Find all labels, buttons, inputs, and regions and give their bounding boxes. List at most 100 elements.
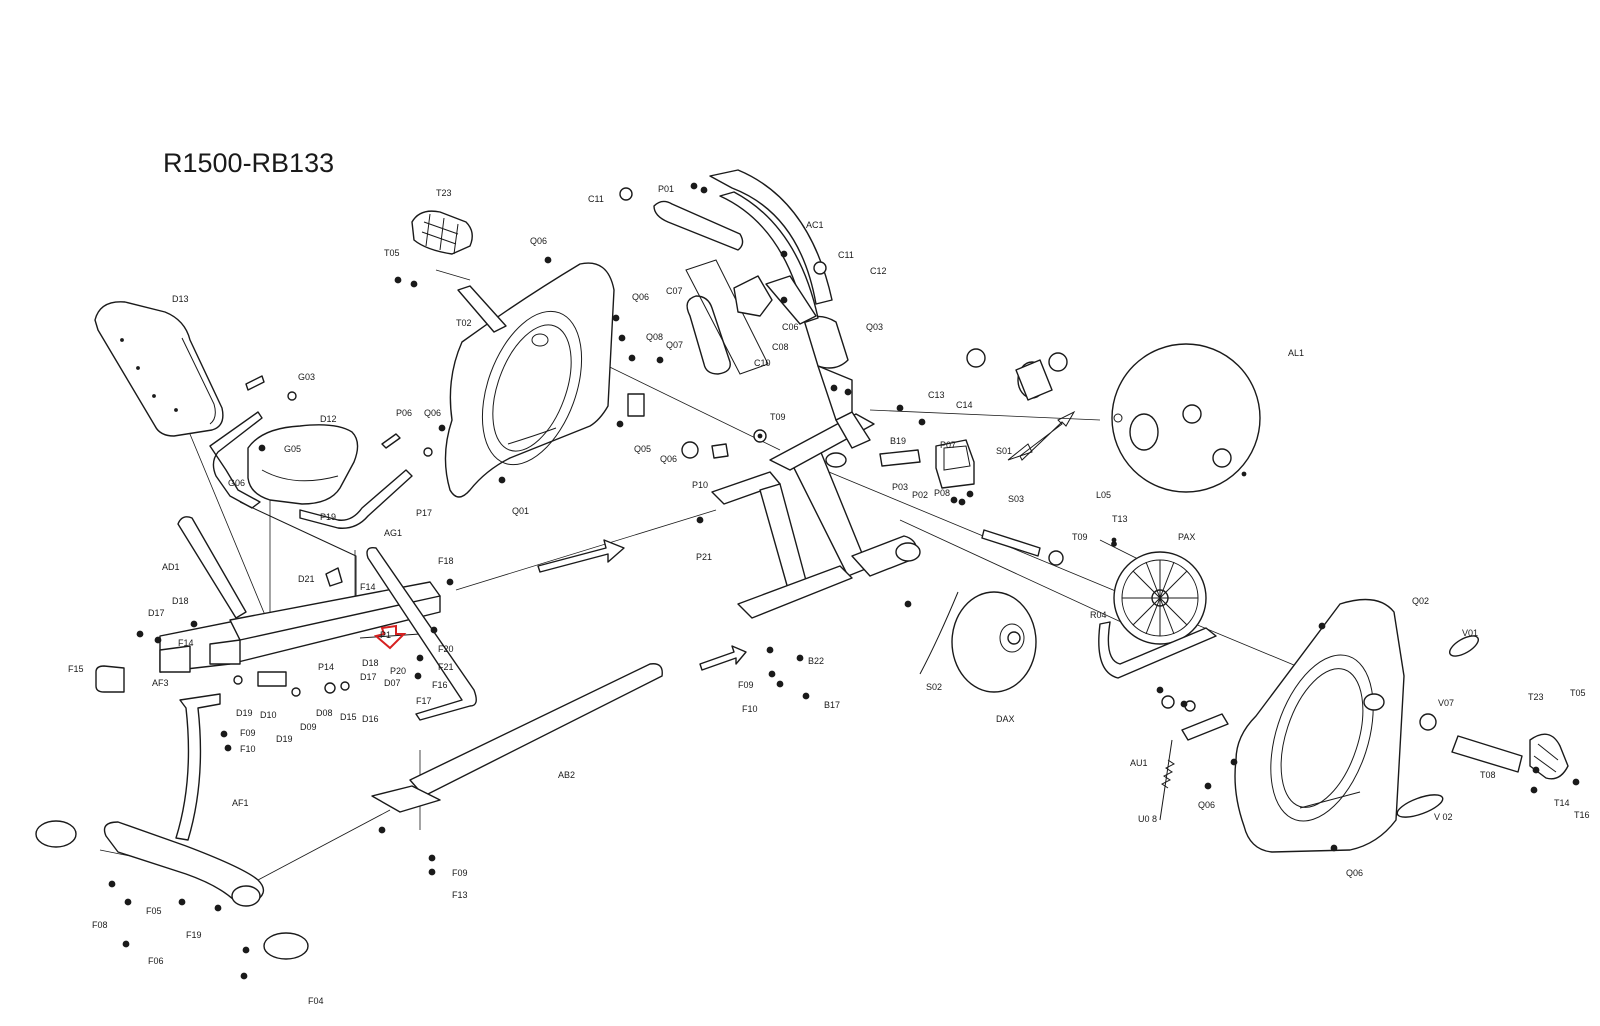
label-q06: Q06 [1346,868,1363,878]
label-l05: L05 [1096,490,1111,500]
label-q06: Q06 [424,408,441,418]
label-au1: AU1 [1130,758,1148,768]
label-t05: T05 [384,248,400,258]
label-v07: V07 [1438,698,1454,708]
label-f17: F17 [416,696,432,706]
label-q01: Q01 [512,506,529,516]
label-t23: T23 [436,188,452,198]
label-b22: B22 [808,656,824,666]
rear-leg-af1 [35,693,309,960]
label-g05: G05 [284,444,301,454]
label-b19: B19 [890,436,906,446]
right-pedal-t23 [1396,635,1569,818]
label-f14: F14 [178,638,194,648]
label-q06: Q06 [660,454,677,464]
direction-arrows [537,539,747,671]
label-c11: C11 [838,250,854,260]
label-d15: D15 [340,712,357,722]
label-f14: F14 [360,582,376,592]
label-d18: D18 [362,658,379,668]
left-cover-q01 [444,262,615,498]
label-q08: Q08 [646,332,663,342]
label-t23: T23 [1528,692,1544,702]
label-ad1: AD1 [162,562,180,572]
label-f08: F08 [92,920,108,930]
label-d19: D19 [276,734,293,744]
label-c12: C12 [870,266,887,276]
label-p1: P1 [380,630,391,640]
label-d16: D16 [362,714,379,724]
left-pedal-t23 [411,210,507,333]
label-p21: P21 [696,552,712,562]
label-f13: F13 [452,890,468,900]
main-beam-ab2 [366,547,663,813]
label-u08: U0 8 [1138,814,1157,824]
label-q06: Q06 [530,236,547,246]
label-d17: D17 [360,672,377,682]
handlebar-ac1 [619,169,833,325]
label-p03: P03 [892,482,908,492]
label-g06: G06 [228,478,245,488]
hardware-bolts [108,182,1580,980]
label-p17: P17 [416,508,432,518]
label-c08: C08 [772,342,789,352]
label-q03: Q03 [866,322,883,332]
label-c13: C13 [928,390,945,400]
label-d07: D07 [384,678,401,688]
label-f18: F18 [438,556,454,566]
bottle-c07 [685,259,773,375]
label-pax: PAX [1178,532,1195,542]
crank-axle [981,529,1117,566]
label-t13: T13 [1112,514,1128,524]
seat-frame-ad1-af3 [95,516,441,697]
label-d19: D19 [236,708,253,718]
label-c14: C14 [956,400,973,410]
label-s01: S01 [996,446,1012,456]
label-d13: D13 [172,294,189,304]
label-s03: S03 [1008,494,1024,504]
pulley-pax [1098,551,1217,679]
label-ag1: AG1 [384,528,402,538]
label-f10: F10 [742,704,758,714]
label-p01: P01 [658,184,674,194]
label-p10: P10 [692,480,708,490]
label-f09: F09 [452,868,468,878]
label-p08: P08 [934,488,950,498]
label-s02: S02 [926,682,942,692]
label-c11: C11 [588,194,604,204]
label-f19: F19 [186,930,202,940]
seat-d12 [247,424,359,505]
label-g03: G03 [298,372,315,382]
model-title: R1500-RB133 [163,148,334,178]
label-d10: D10 [260,710,277,720]
label-al1: AL1 [1288,348,1304,358]
label-t05: T05 [1570,688,1586,698]
highlight-arrow-p20 [373,624,407,650]
part-labels: T23 T05 Q06 T02 C11 P01 AC1 C11 C12 C07 … [68,184,1590,1006]
label-p19: P19 [320,512,336,522]
label-q05: Q05 [634,444,651,454]
label-af1: AF1 [232,798,249,808]
label-f21: F21 [438,662,454,672]
label-f16: F16 [432,680,448,690]
label-t16: T16 [1574,810,1590,820]
label-p14: P14 [318,662,334,672]
label-f15: F15 [68,664,84,674]
label-t09: T09 [1072,532,1088,542]
label-c07: C07 [666,286,683,296]
label-af3: AF3 [152,678,169,688]
label-r04: R04 [1090,610,1107,620]
label-v01: V01 [1462,628,1478,638]
center-frame [711,315,921,619]
label-p20: P20 [390,666,406,676]
seat-handles-ag1 [209,375,433,600]
label-f04: F04 [308,996,324,1006]
label-v02: V 02 [1434,812,1453,822]
label-f09: F09 [240,728,256,738]
flywheel-al1 [966,343,1261,493]
idler-au1 [1159,695,1229,821]
label-c10: C10 [754,358,771,368]
label-q06: Q06 [632,292,649,302]
label-t02: T02 [456,318,472,328]
label-f05: F05 [146,906,162,916]
